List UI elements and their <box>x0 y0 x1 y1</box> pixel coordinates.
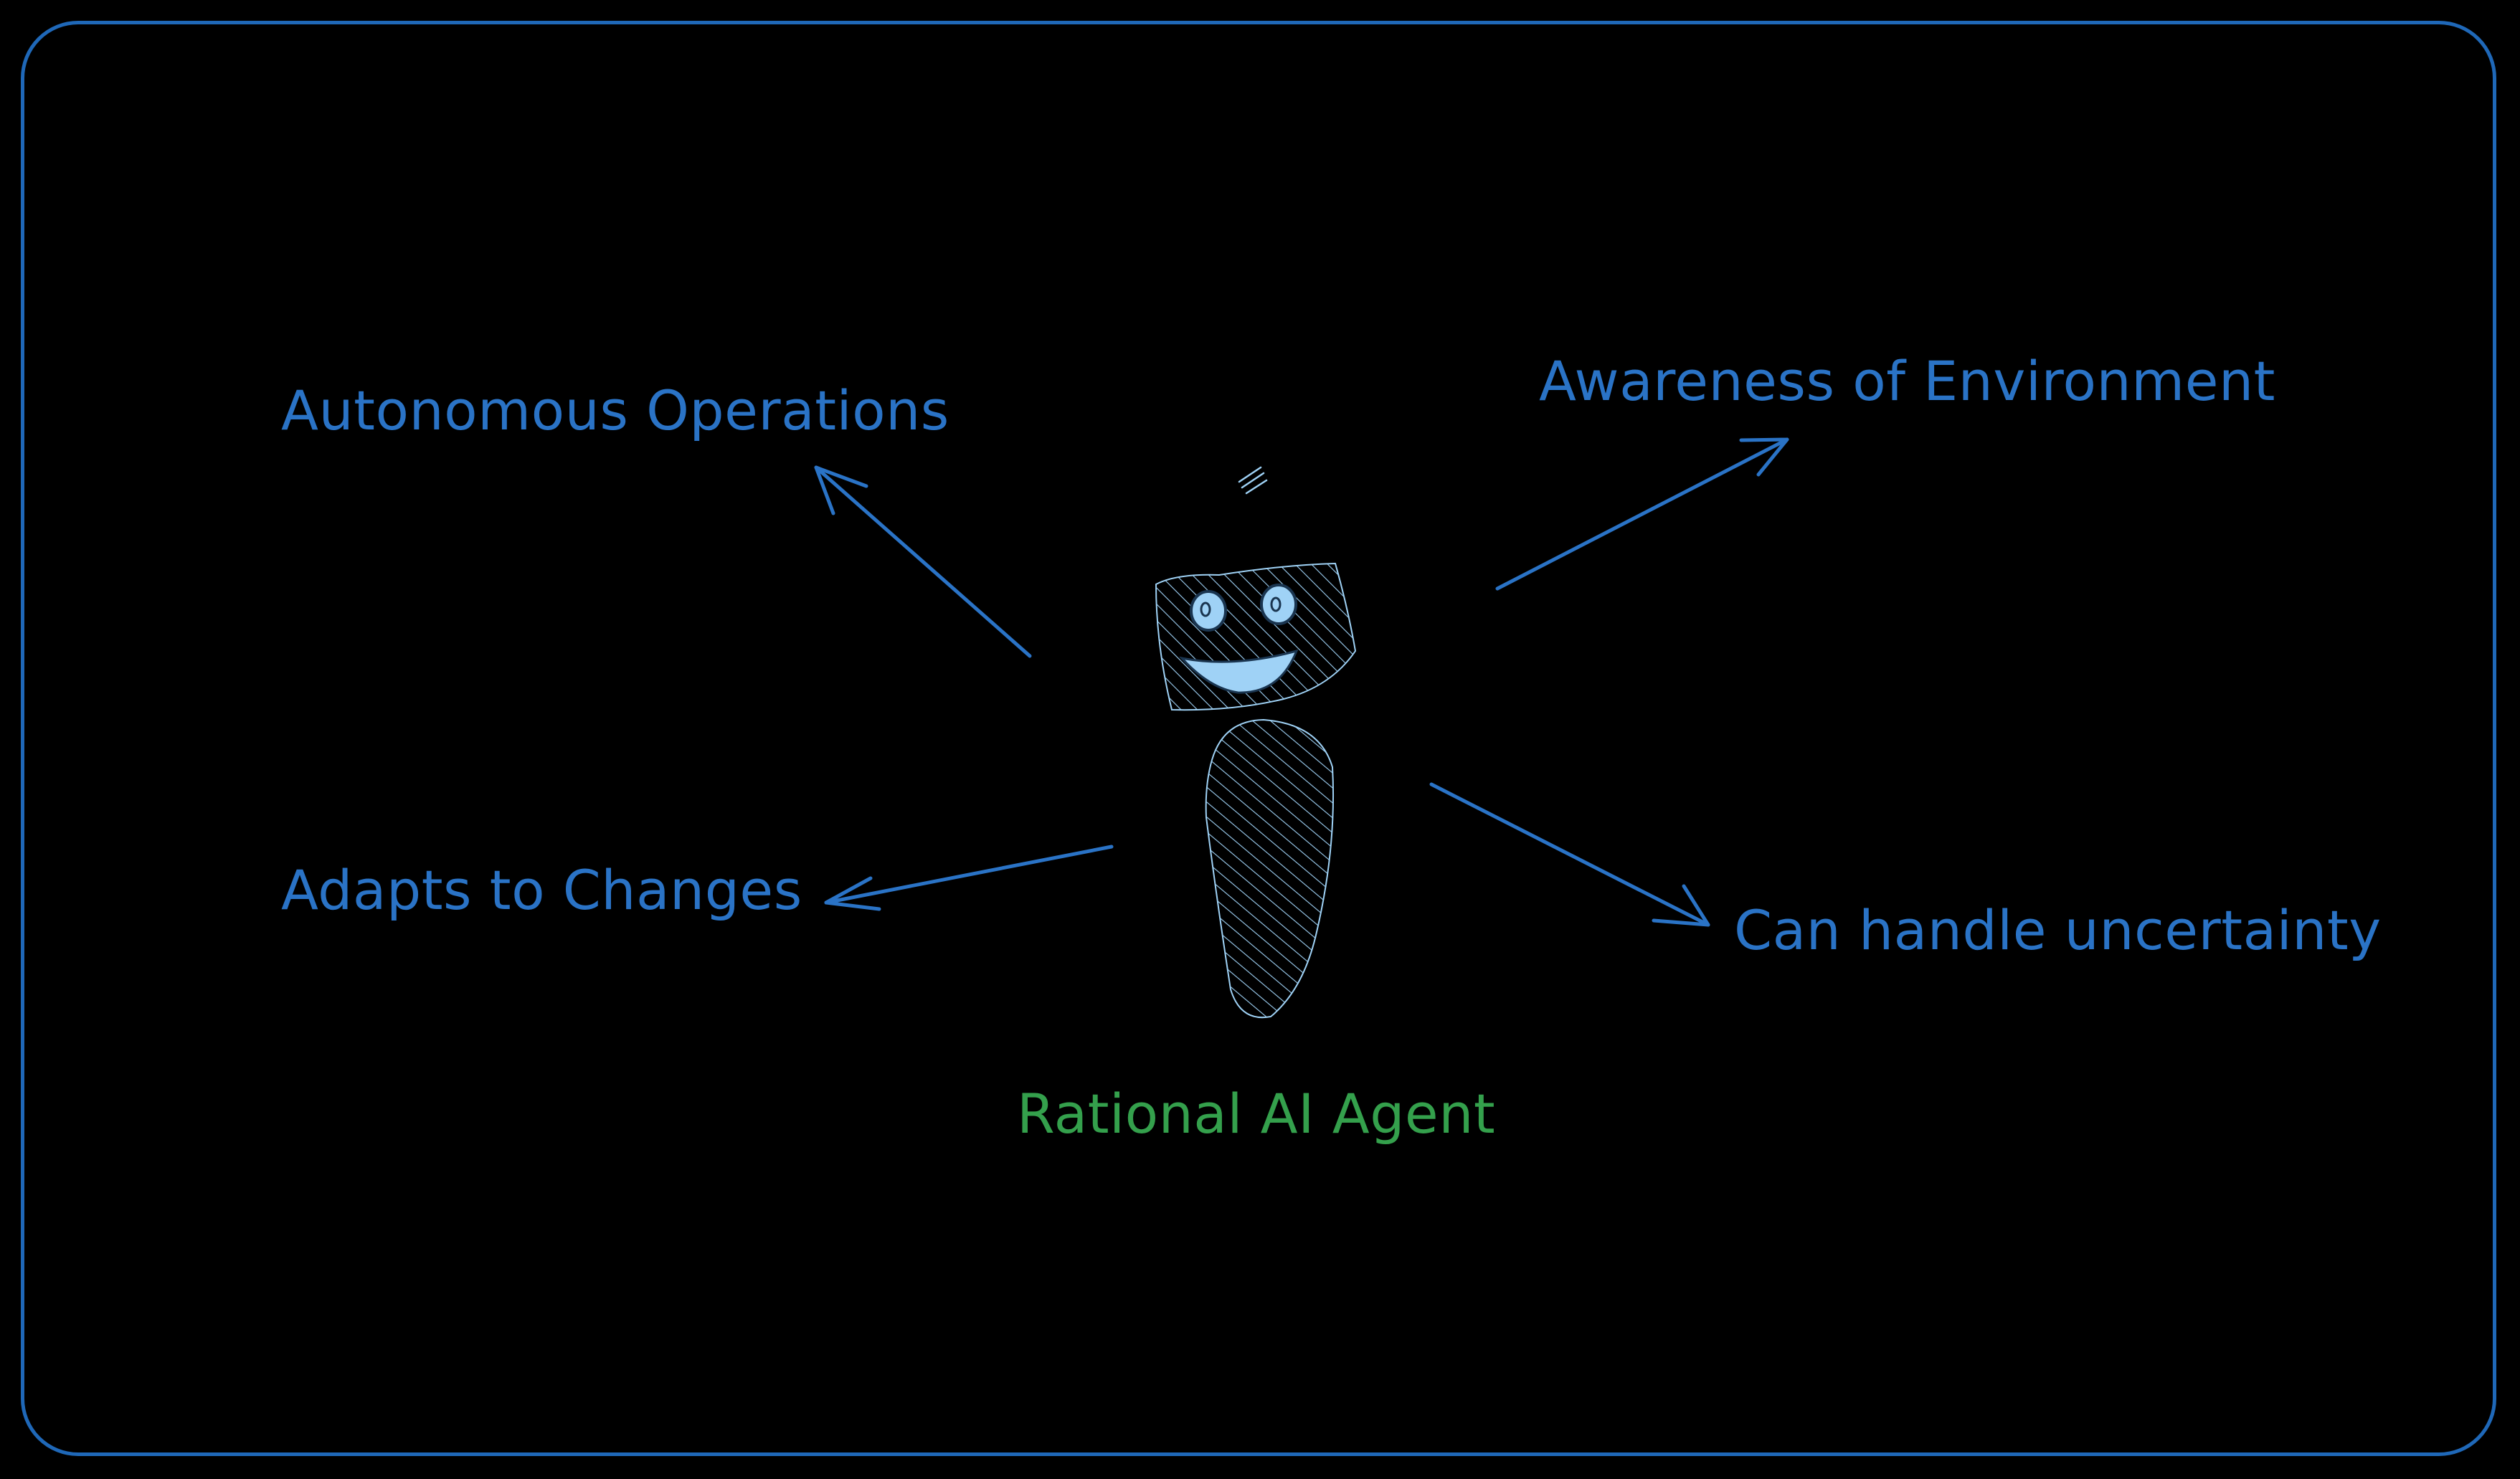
feature-label-can-handle-uncertainty: Can handle uncertainty <box>1734 898 2382 962</box>
robot-antenna-icon <box>1238 466 1268 495</box>
arrow-autonomous-operations <box>814 465 1032 658</box>
robot-eyes-icon <box>1190 584 1297 632</box>
robot-icon <box>1155 466 1357 1019</box>
robot-smile-icon <box>1178 649 1299 694</box>
diagram-frame <box>21 21 2496 1456</box>
arrow-awareness-of-environment <box>1495 437 1789 591</box>
arrow-can-handle-uncertainty <box>1429 782 1710 927</box>
feature-label-adapts-to-changes: Adapts to Changes <box>281 858 802 922</box>
robot-body-icon <box>1205 718 1335 1019</box>
feature-label-autonomous-operations: Autonomous Operations <box>281 379 949 442</box>
arrow-adapts-to-changes <box>824 845 1114 911</box>
center-label: Rational AI Agent <box>1017 1082 1496 1146</box>
feature-label-awareness-of-environment: Awareness of Environment <box>1539 349 2275 413</box>
